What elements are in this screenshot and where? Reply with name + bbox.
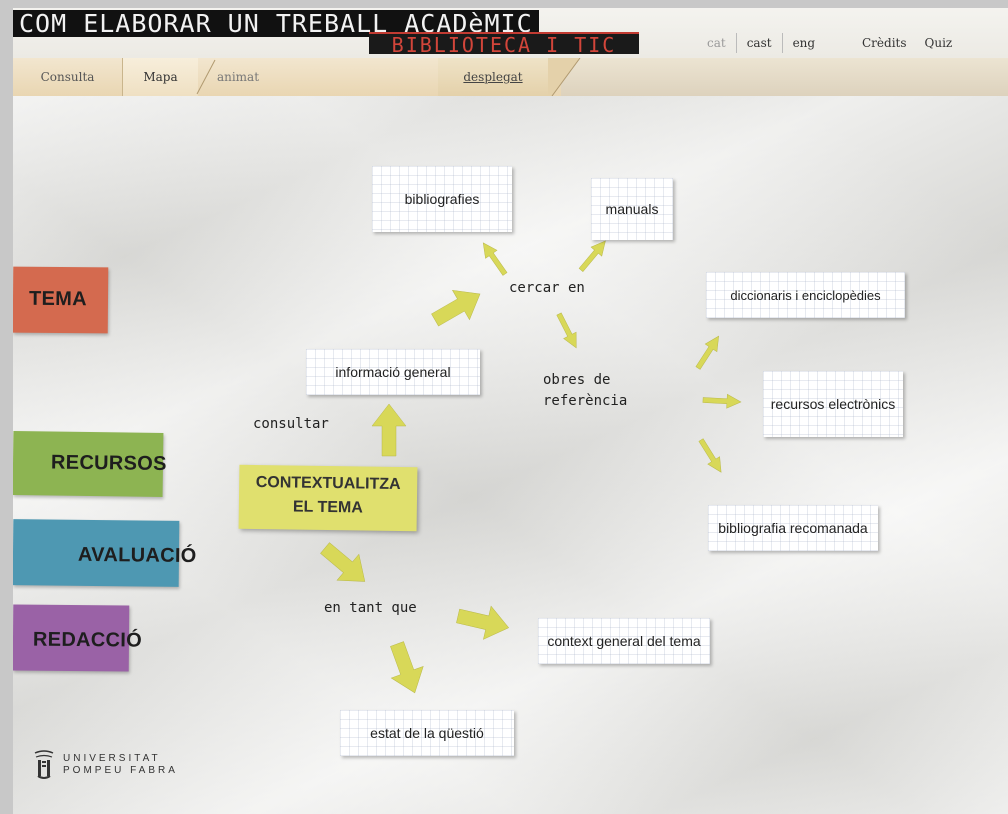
tab-desplegat[interactable]: desplegat [438,58,548,96]
node-informacio-general[interactable]: informació general [306,349,480,395]
category-recursos[interactable]: RECURSOS [13,430,167,498]
lang-cast-link[interactable]: cast [735,33,782,53]
language-nav: cat cast eng [697,30,825,56]
logo-text: UNIVERSITAT POMPEU FABRA [63,753,178,777]
app-frame: COM ELABORAR UN TREBALL ACADèMIC BIBLIOT… [13,8,1008,814]
node-diccionaris[interactable]: diccionaris i enciclopèdies [706,272,905,318]
category-tema[interactable]: TEMA [13,266,109,334]
node-manuals[interactable]: manuals [591,178,673,240]
label-cercar-en: cercar en [509,280,585,296]
tab-animat[interactable]: animat [216,70,260,84]
header: COM ELABORAR UN TREBALL ACADèMIC BIBLIOT… [13,8,1008,96]
upf-logo[interactable]: UNIVERSITAT POMPEU FABRA [33,749,178,781]
node-recursos-electronics[interactable]: recursos electrònics [763,371,903,437]
lang-eng-link[interactable]: eng [781,33,826,53]
credits-link[interactable]: Crèdits [862,36,907,50]
central-node-contextualitza[interactable]: CONTEXTUALITZA EL TEMA [238,464,418,532]
tab-divider [196,59,216,95]
upf-logo-icon [34,750,54,779]
label-consultar: consultar [253,416,329,432]
lang-cat-link[interactable]: cat [707,36,726,50]
top-links: Crèdits Quiz [853,30,961,56]
node-bibliografies[interactable]: bibliografies [372,166,512,232]
node-context-general[interactable]: context general del tema [538,618,710,664]
tab-consulta[interactable]: Consulta [13,58,123,96]
tab-bar-shade [561,58,1008,96]
category-redaccio[interactable]: REDACCIÓ [13,604,142,672]
logo-line-1: UNIVERSITAT [63,753,161,764]
app-subtitle: BIBLIOTECA I TIC [369,32,639,56]
logo-line-2: POMPEU FABRA [63,765,178,776]
node-bibliografia-recomanada[interactable]: bibliografia recomanada [708,505,878,551]
label-en-tant-que: en tant que [324,600,417,616]
tab-notch [548,58,581,96]
quiz-link[interactable]: Quiz [924,36,953,50]
tab-mapa[interactable]: Mapa [123,58,198,96]
node-estat-questio[interactable]: estat de la qüestió [340,710,514,756]
label-obres-referencia: obres de referència [543,372,628,409]
category-avaluacio[interactable]: AVALUACIÓ [13,519,197,587]
